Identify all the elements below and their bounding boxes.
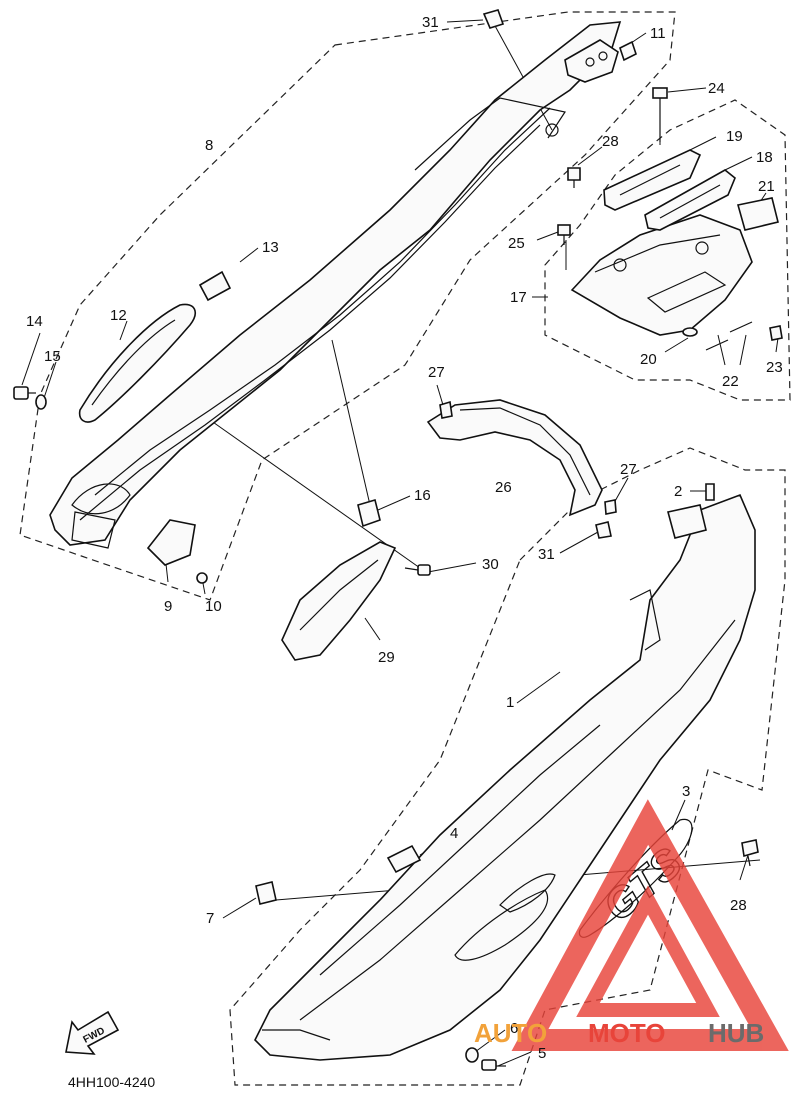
part-19-grip-cover — [603, 149, 702, 211]
part-9-reflector — [146, 519, 196, 566]
part-7-grommet — [255, 881, 277, 905]
callout-14: 14 — [26, 313, 43, 330]
part-31-bolt-hole — [545, 123, 559, 137]
callout-30: 30 — [482, 556, 499, 573]
part-13-clip — [198, 270, 232, 302]
part-31-nut-lower — [595, 521, 612, 539]
watermark-hub: HUB — [708, 1018, 764, 1048]
callout-12: 12 — [110, 307, 127, 324]
callout-15: 15 — [44, 348, 61, 365]
part-10-nut — [196, 572, 208, 584]
upper-mount-bracket — [564, 39, 619, 83]
part-26-rear-bracket — [426, 399, 603, 517]
callout-22: 22 — [722, 373, 739, 390]
part-24-bolt — [652, 87, 668, 142]
callout-19: 19 — [726, 128, 743, 145]
callout-28b: 28 — [730, 897, 747, 914]
part-31-nut-top — [482, 9, 505, 29]
part-11-grommet — [619, 40, 637, 62]
callout-11: 11 — [650, 25, 666, 42]
part-21-tape — [736, 197, 779, 231]
callout-31b: 31 — [538, 546, 555, 563]
callout-8: 8 — [205, 137, 213, 154]
part-2-pin — [705, 483, 715, 501]
part-1-mount-bracket — [667, 504, 707, 539]
watermark-auto: AUTO — [474, 1018, 547, 1048]
callout-20: 20 — [640, 351, 657, 368]
callout-29: 29 — [378, 649, 395, 666]
diagram-code: 4HH100-4240 — [68, 1074, 155, 1090]
callout-6: 6 — [510, 1020, 518, 1037]
part-30-screw — [404, 564, 431, 576]
part-1-side-cover-lower — [254, 493, 756, 1061]
callout-18: 18 — [756, 149, 773, 166]
part-4-clip — [386, 844, 422, 874]
part-22-pins — [705, 321, 753, 351]
part-6-washer — [465, 1047, 479, 1063]
part-27-clip-lower — [604, 499, 617, 515]
watermark-moto: MOTO — [588, 1018, 666, 1048]
part-12-decal-detail — [91, 319, 176, 406]
part-16-damper — [357, 498, 381, 528]
part-23-clip — [769, 325, 783, 341]
callout-labels: 1 2 3 4 5 6 7 8 9 10 11 12 13 14 15 16 1… — [26, 14, 783, 1062]
callout-9: 9 — [164, 598, 172, 615]
callout-13: 13 — [262, 239, 279, 256]
callout-5: 5 — [538, 1045, 546, 1062]
part-8-side-cover-upper — [49, 21, 622, 549]
watermark-logo: AUTO MOTO HUB — [474, 1018, 764, 1048]
callout-27b: 27 — [620, 461, 637, 478]
callout-7: 7 — [206, 910, 214, 927]
watermark-triangle-icon — [511, 799, 789, 1051]
part-18-grip-cover — [644, 169, 736, 231]
callout-26: 26 — [495, 479, 512, 496]
callout-27a: 27 — [428, 364, 445, 381]
callout-21: 21 — [758, 178, 775, 195]
callout-16: 16 — [414, 487, 431, 504]
part-28-bolt-lower — [741, 839, 759, 867]
fwd-arrow-icon: FWD — [65, 1010, 120, 1055]
callout-2: 2 — [674, 483, 682, 500]
callout-31a: 31 — [422, 14, 439, 31]
callout-24: 24 — [708, 80, 725, 97]
part-14-screw — [13, 386, 36, 400]
part-20-washer — [682, 327, 698, 337]
callout-17: 17 — [510, 289, 527, 306]
part-25-bolt — [557, 224, 571, 245]
part-15-washer — [35, 394, 47, 410]
part-17-grab-bar — [570, 214, 753, 336]
boundary-upper-panel — [19, 11, 676, 601]
part-12-decal — [78, 303, 196, 423]
part-29-side-piece — [281, 541, 397, 661]
boundary-grab-bar — [544, 99, 791, 401]
callout-28a: 28 — [602, 133, 619, 150]
part-27-clip-upper — [439, 400, 453, 419]
part-28-bolt-upper — [567, 167, 581, 188]
callout-25: 25 — [508, 235, 525, 252]
part-5-screw — [481, 1059, 506, 1071]
callout-10: 10 — [205, 598, 222, 615]
callout-3: 3 — [682, 783, 690, 800]
callout-4: 4 — [450, 825, 458, 842]
callout-1: 1 — [506, 694, 514, 711]
callout-23: 23 — [766, 359, 783, 376]
